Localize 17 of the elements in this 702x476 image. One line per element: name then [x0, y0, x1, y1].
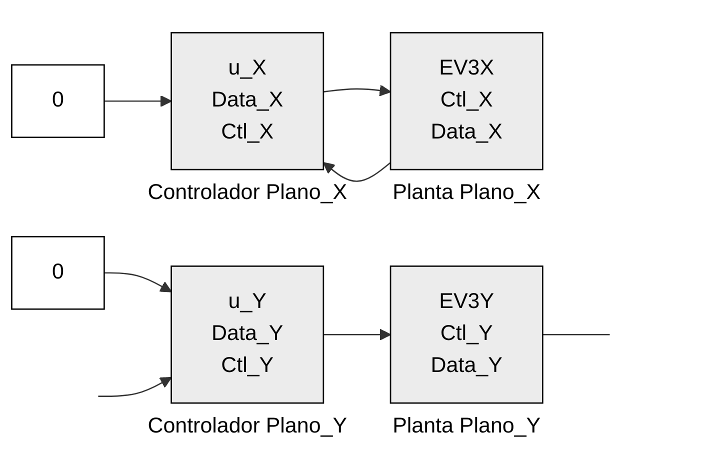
- node-box: 0: [11, 64, 105, 138]
- block-caption: Controlador Plano_X: [148, 180, 348, 204]
- arrow: [322, 162, 391, 182]
- arrow: [104, 272, 172, 292]
- block-caption: Planta Plano_Y: [392, 414, 541, 438]
- arrow: [323, 328, 392, 341]
- arrow: [98, 376, 172, 397]
- block-caption: Planta Plano_X: [392, 180, 541, 204]
- arrow: [323, 84, 392, 96]
- node-box: u_X Data_X Ctl_X: [170, 32, 324, 170]
- node-box: 0: [11, 236, 105, 310]
- node-box: EV3X Ctl_X Data_X: [390, 32, 544, 170]
- arrow: [104, 95, 172, 108]
- block-caption: Controlador Plano_Y: [148, 414, 348, 438]
- connector: [542, 334, 610, 336]
- node-box: u_Y Data_Y Ctl_Y: [170, 266, 324, 404]
- node-box: EV3Y Ctl_Y Data_Y: [390, 266, 544, 404]
